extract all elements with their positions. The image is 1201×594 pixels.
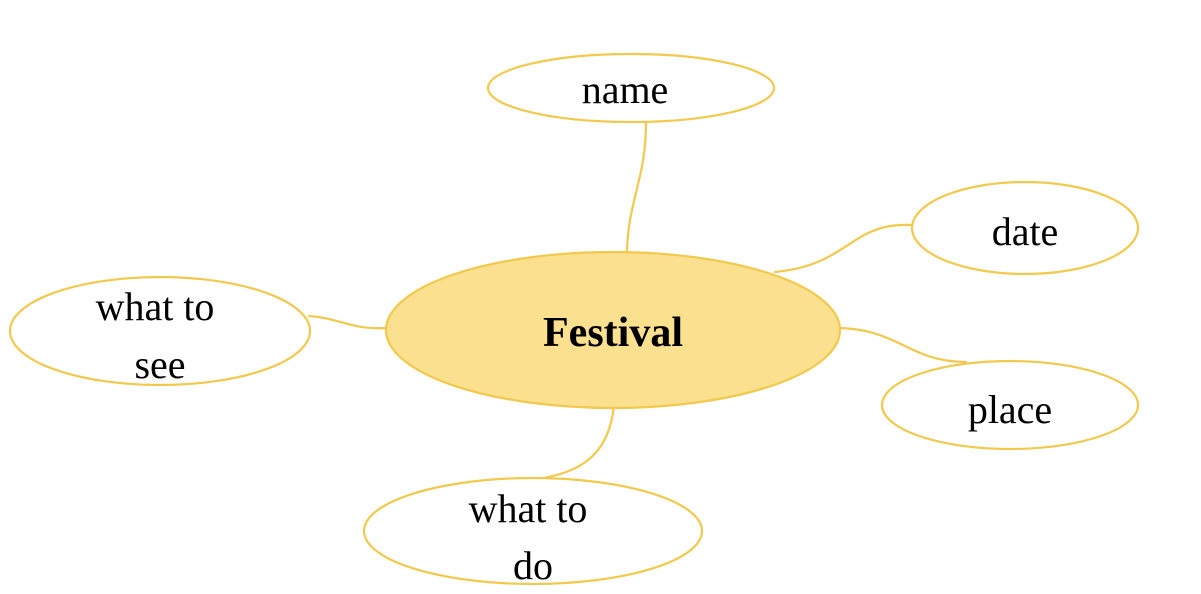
- node-place-shape: [880, 359, 1140, 451]
- node-name-label: name: [582, 67, 669, 112]
- node-date-line-1: date: [992, 209, 1059, 254]
- connector-name: [625, 120, 648, 254]
- node-place-label: place: [968, 387, 1052, 432]
- node-what-to-do-shape: [362, 476, 704, 586]
- node-date-label: date: [992, 209, 1059, 254]
- node-what-to-see-label: what to see: [96, 284, 225, 387]
- node-date-shape: [910, 180, 1140, 276]
- node-name-line-1: name: [582, 67, 669, 112]
- node-what-to-do-label: what to do: [469, 486, 598, 588]
- node-what-to-see-line-1: what to: [96, 284, 215, 329]
- node-place-line-1: place: [968, 387, 1052, 432]
- center-node-festival: Festival: [384, 250, 842, 410]
- node-date: date: [910, 180, 1140, 276]
- node-what-to-do-line-1: what to: [469, 486, 588, 531]
- connector-what-to-do: [533, 403, 616, 482]
- node-name: name: [486, 52, 776, 124]
- node-what-to-see-line-2: see: [134, 342, 185, 387]
- connector-date: [773, 223, 914, 274]
- center-node-label: Festival: [543, 310, 683, 356]
- node-name-shape: [486, 52, 776, 124]
- node-what-to-do: what to do: [362, 476, 704, 588]
- connector-what-to-see: [307, 314, 389, 330]
- node-what-to-see: what to see: [8, 275, 312, 387]
- node-place: place: [880, 359, 1140, 451]
- connector-place: [838, 326, 968, 364]
- center-node-shape: [384, 250, 842, 410]
- node-what-to-do-line-2: do: [513, 543, 553, 588]
- node-what-to-see-shape: [8, 275, 312, 387]
